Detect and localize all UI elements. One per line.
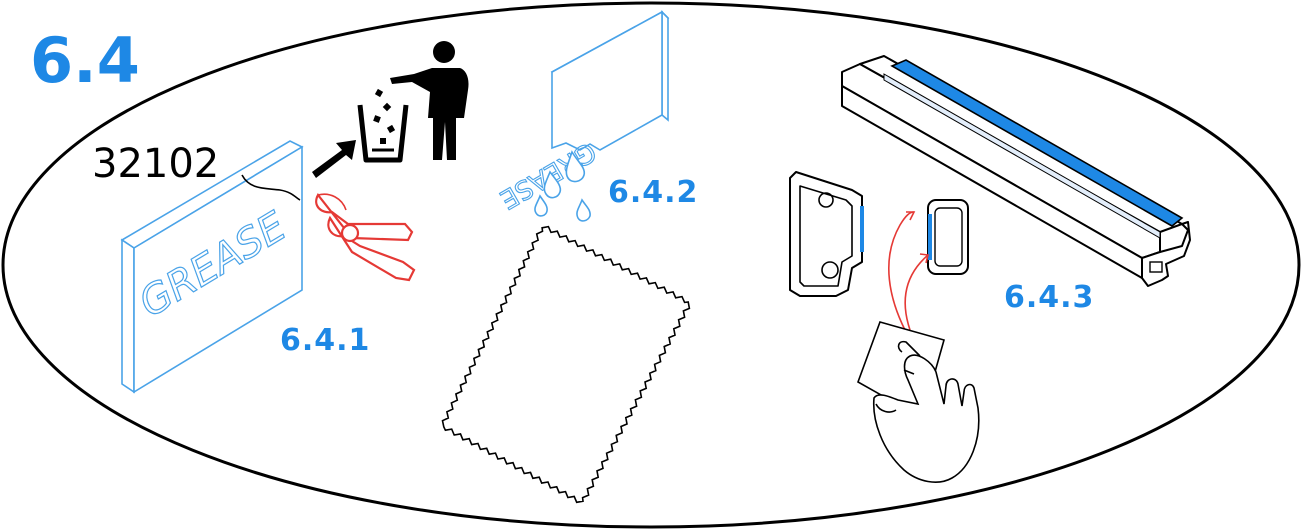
- apply-line-profile: [889, 212, 914, 330]
- gasket-section-icon: [928, 200, 968, 274]
- step-label-1: 6.4.1: [280, 323, 370, 358]
- hand-wiping-icon: [858, 322, 979, 482]
- trash-bin-icon: [360, 89, 406, 160]
- step-label-2: 6.4.2: [608, 175, 698, 210]
- section-number: 6.4: [30, 24, 140, 97]
- apply-line-gasket: [905, 255, 928, 330]
- arrow-icon: [312, 140, 356, 178]
- step-label-3: 6.4.3: [1004, 280, 1094, 315]
- part-number: 32102: [92, 141, 219, 187]
- scissors-icon: [316, 194, 414, 280]
- profile-section-icon: [790, 172, 862, 296]
- cloth-icon: [443, 227, 690, 503]
